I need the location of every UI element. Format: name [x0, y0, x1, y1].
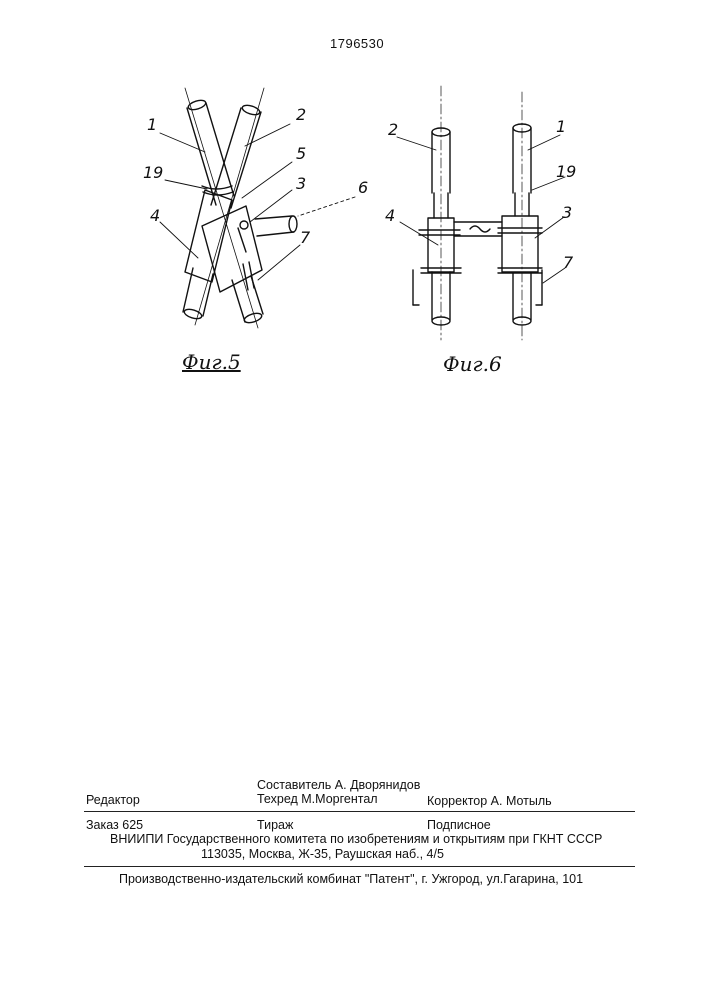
figure-5-label-19: 19 [143, 163, 163, 182]
figure-6-label-2: 2 [388, 120, 398, 139]
imprint-circulation: Тираж [257, 818, 293, 833]
figure-6-label-19: 19 [556, 162, 576, 181]
imprint-publisher: Производственно-издательский комбинат "П… [119, 872, 583, 887]
figure-6-caption: Фиг.6 [443, 352, 502, 376]
figure-6-label-4: 4 [385, 206, 395, 225]
imprint-editor: Редактор [86, 793, 140, 808]
figure-5-label-7: 7 [300, 228, 310, 247]
figure-6-drawing [397, 86, 565, 340]
patent-drawings [0, 0, 707, 400]
figure-5-label-2: 2 [296, 105, 306, 124]
figure-5-label-1: 1 [147, 115, 157, 134]
figure-6-label-7: 7 [563, 253, 573, 272]
imprint-rule-top [84, 811, 635, 812]
imprint-subscription: Подписное [427, 818, 491, 833]
imprint-corrector: Корректор А. Мотыль [427, 794, 552, 809]
figure-5-label-4: 4 [150, 206, 160, 225]
imprint-institute: ВНИИПИ Государственного комитета по изоб… [110, 832, 602, 847]
imprint-address: 113035, Москва, Ж-35, Раушская наб., 4/5 [201, 847, 444, 862]
figure-6-label-1: 1 [556, 117, 566, 136]
figure-5-drawing [160, 88, 355, 328]
figure-5-caption: Фиг.5 [182, 350, 241, 374]
imprint-order: Заказ 625 [86, 818, 143, 833]
figure-6-label-3: 3 [562, 203, 572, 222]
figure-5-label-3: 3 [296, 174, 306, 193]
imprint-techred: Техред М.Моргентал [257, 792, 378, 807]
imprint-rule-bottom [84, 866, 635, 867]
figure-5-label-5: 5 [296, 144, 306, 163]
imprint-compiler: Составитель А. Дворянидов [257, 778, 420, 793]
figure-5-label-6: 6 [358, 178, 368, 197]
